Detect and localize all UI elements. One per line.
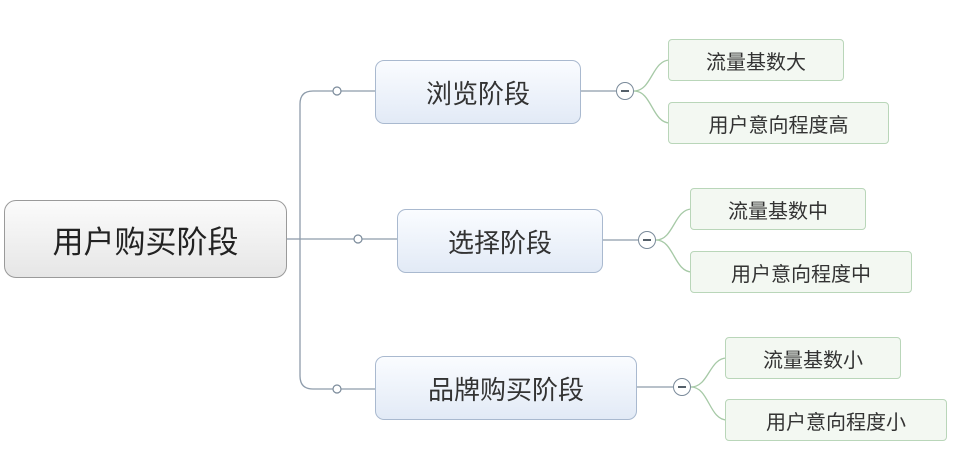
stage-node-browse[interactable]: 浏览阶段	[375, 60, 581, 124]
collapse-icon[interactable]	[638, 231, 656, 249]
leaf-node[interactable]: 用户意向程度高	[668, 102, 889, 144]
root-node[interactable]: 用户购买阶段	[4, 200, 287, 278]
leaf-connector	[690, 386, 728, 421]
leaf-node[interactable]: 流量基数大	[668, 39, 844, 81]
leaf-node[interactable]: 流量基数中	[690, 188, 866, 230]
leaf-connector	[655, 208, 693, 241]
leaf-node[interactable]: 流量基数小	[725, 337, 901, 379]
collapse-icon[interactable]	[616, 82, 634, 100]
stage-connector	[299, 90, 375, 239]
leaf-connector	[690, 357, 728, 388]
leaf-connector	[655, 239, 693, 273]
stage-node-brand-purchase[interactable]: 品牌购买阶段	[375, 356, 637, 420]
leaf-connector	[633, 90, 671, 124]
collapse-icon[interactable]	[673, 378, 691, 396]
leaf-connector	[633, 59, 671, 92]
leaf-node[interactable]: 用户意向程度中	[690, 251, 912, 293]
stage-connector	[299, 239, 375, 390]
junction-dot	[332, 86, 342, 96]
leaf-node[interactable]: 用户意向程度小	[725, 399, 947, 441]
stage-node-select[interactable]: 选择阶段	[397, 209, 603, 273]
junction-dot	[332, 384, 342, 394]
junction-dot	[353, 234, 363, 244]
